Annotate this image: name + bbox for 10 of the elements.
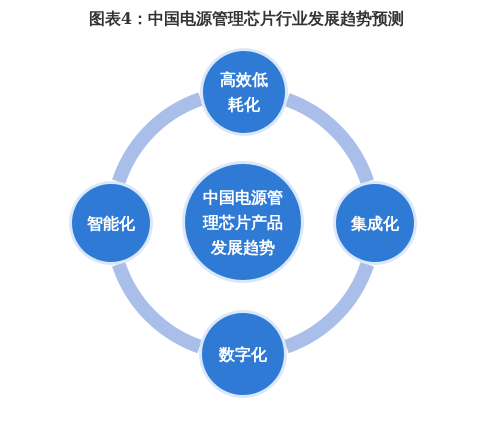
- circle-label: 智能化: [87, 212, 135, 234]
- circle-label: 数字化: [219, 344, 267, 366]
- circle-label: 集成化: [351, 212, 399, 234]
- ring-arc: [112, 92, 204, 184]
- circle-label: 中国电源管理芯片产品发展趋势: [202, 186, 284, 258]
- circle-label: 高效低耗化: [219, 69, 269, 116]
- ring-arc: [112, 262, 202, 354]
- title: 图表4：中国电源管理芯片行业发展趋势预测: [88, 8, 404, 30]
- ring-arc: [284, 262, 374, 354]
- ring-arc: [284, 93, 374, 184]
